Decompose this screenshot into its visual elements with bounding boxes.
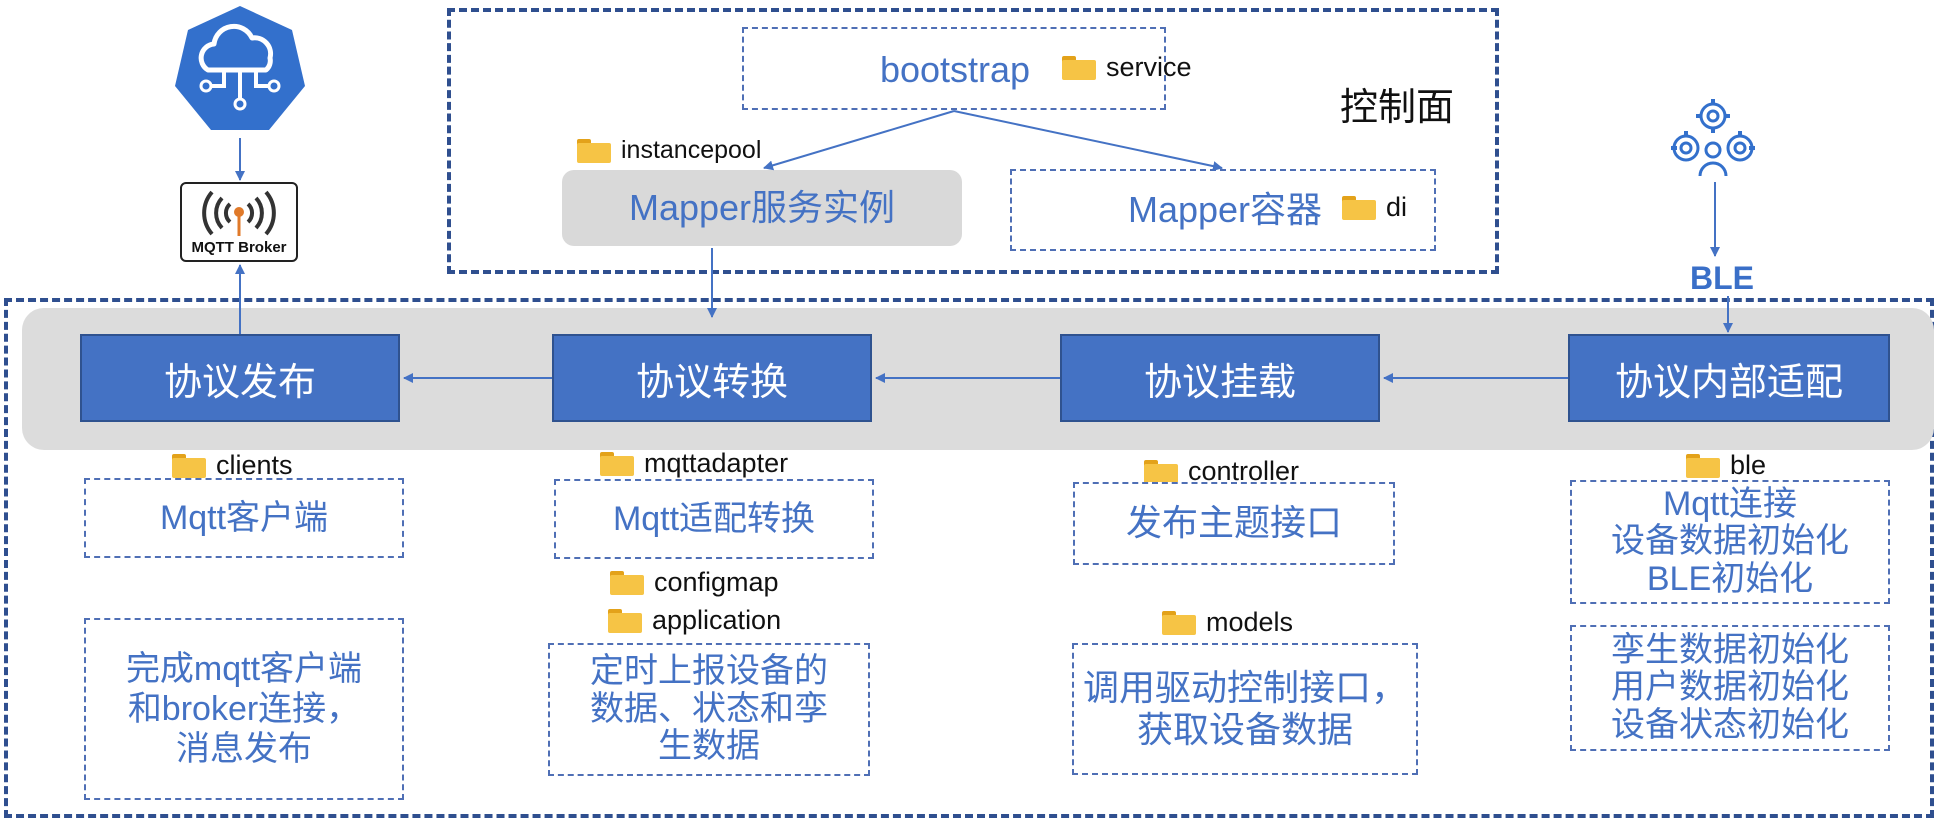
publish-topic-box: 发布主题接口 (1073, 482, 1395, 565)
folder-icon (1144, 459, 1178, 484)
ble-label: BLE (1690, 260, 1754, 296)
mqttadapter-folder-label: mqttadapter (644, 448, 789, 478)
protocol-convert-box: 协议转换 (552, 334, 872, 422)
clients-folder: clients (172, 450, 293, 481)
di-folder: di (1342, 192, 1407, 223)
ble-folder: ble (1686, 450, 1766, 481)
instancepool-folder: instancepool (577, 136, 761, 165)
convert-desc-line: 数据、状态和孪 (590, 689, 828, 728)
models-folder: models (1162, 607, 1293, 638)
di-folder-label: di (1386, 192, 1408, 222)
mount-desc-line: 获取设备数据 (1136, 709, 1353, 750)
adapt-twin-line: 用户数据初始化 (1611, 668, 1849, 707)
arrow-bootstrap-container (953, 110, 1223, 172)
adapt-init-line: 设备数据初始化 (1611, 522, 1849, 561)
controller-folder: controller (1144, 456, 1299, 487)
mqtt-broker-label: MQTT Broker (191, 239, 287, 256)
adapt-init-line: BLE初始化 (1646, 559, 1814, 598)
configmap-folder-label: configmap (654, 567, 779, 597)
folder-icon (608, 608, 642, 633)
clients-folder-label: clients (216, 450, 293, 480)
publish-desc-line: 消息发布 (176, 730, 312, 769)
controller-folder-label: controller (1188, 456, 1300, 486)
instancepool-folder-label: instancepool (621, 136, 762, 164)
folder-icon (172, 453, 206, 478)
protocol-mount-box: 协议挂载 (1060, 334, 1380, 422)
mqttadapter-folder: mqttadapter (600, 448, 788, 479)
folder-icon (1342, 195, 1376, 220)
folder-icon (1062, 55, 1096, 80)
mount-desc-box: 调用驱动控制接口， 获取设备数据 (1072, 643, 1418, 775)
cloud-network-icon (175, 6, 305, 130)
mqtt-broker-icon: MQTT Broker (180, 182, 298, 262)
arrow-bootstrap-instance (763, 110, 955, 171)
data-plane-region (4, 298, 1934, 818)
folder-icon (1686, 453, 1720, 478)
folder-icon (600, 451, 634, 476)
ble-folder-label: ble (1730, 450, 1767, 480)
protocol-adapt-box: 协议内部适配 (1568, 334, 1890, 422)
models-folder-label: models (1206, 607, 1294, 637)
configmap-folder: configmap (610, 567, 779, 598)
adapt-init-line: Mqtt连接 (1662, 484, 1798, 523)
convert-desc-line: 生数据 (658, 727, 760, 766)
gears-user-icon (1671, 99, 1755, 177)
mqtt-client-box: Mqtt客户端 (84, 478, 404, 558)
adapt-twin-line: 孪生数据初始化 (1611, 630, 1849, 669)
folder-icon (1162, 610, 1196, 635)
convert-desc-line: 定时上报设备的 (590, 652, 828, 691)
service-folder-label: service (1106, 52, 1192, 82)
application-folder: application (608, 605, 781, 636)
folder-icon (577, 138, 611, 163)
folder-icon (610, 570, 644, 595)
adapt-init-box: Mqtt连接 设备数据初始化 BLE初始化 (1570, 480, 1890, 604)
bootstrap-label: bootstrap (879, 48, 1031, 90)
publish-desc-line: 完成mqtt客户端 (125, 649, 363, 688)
protocol-publish-box: 协议发布 (80, 334, 400, 422)
mapper-instance-box: Mapper服务实例 (562, 170, 962, 246)
control-plane-region (447, 8, 1499, 274)
convert-desc-box: 定时上报设备的 数据、状态和孪 生数据 (548, 643, 870, 776)
mount-desc-line: 调用驱动控制接口， (1082, 666, 1407, 708)
application-folder-label: application (652, 605, 782, 635)
mqtt-adapter-box: Mqtt适配转换 (554, 479, 874, 559)
adapt-twin-line: 设备状态初始化 (1611, 705, 1849, 744)
control-plane-title: 控制面 (1340, 87, 1455, 129)
publish-desc-box: 完成mqtt客户端 和broker连接， 消息发布 (84, 618, 404, 800)
publish-desc-line: 和broker连接， (127, 689, 361, 728)
adapt-twin-box: 孪生数据初始化 用户数据初始化 设备状态初始化 (1570, 625, 1890, 751)
service-folder: service (1062, 52, 1192, 83)
broadcast-icon (202, 190, 276, 236)
mapper-container-label: Mapper容器 (1127, 188, 1323, 230)
